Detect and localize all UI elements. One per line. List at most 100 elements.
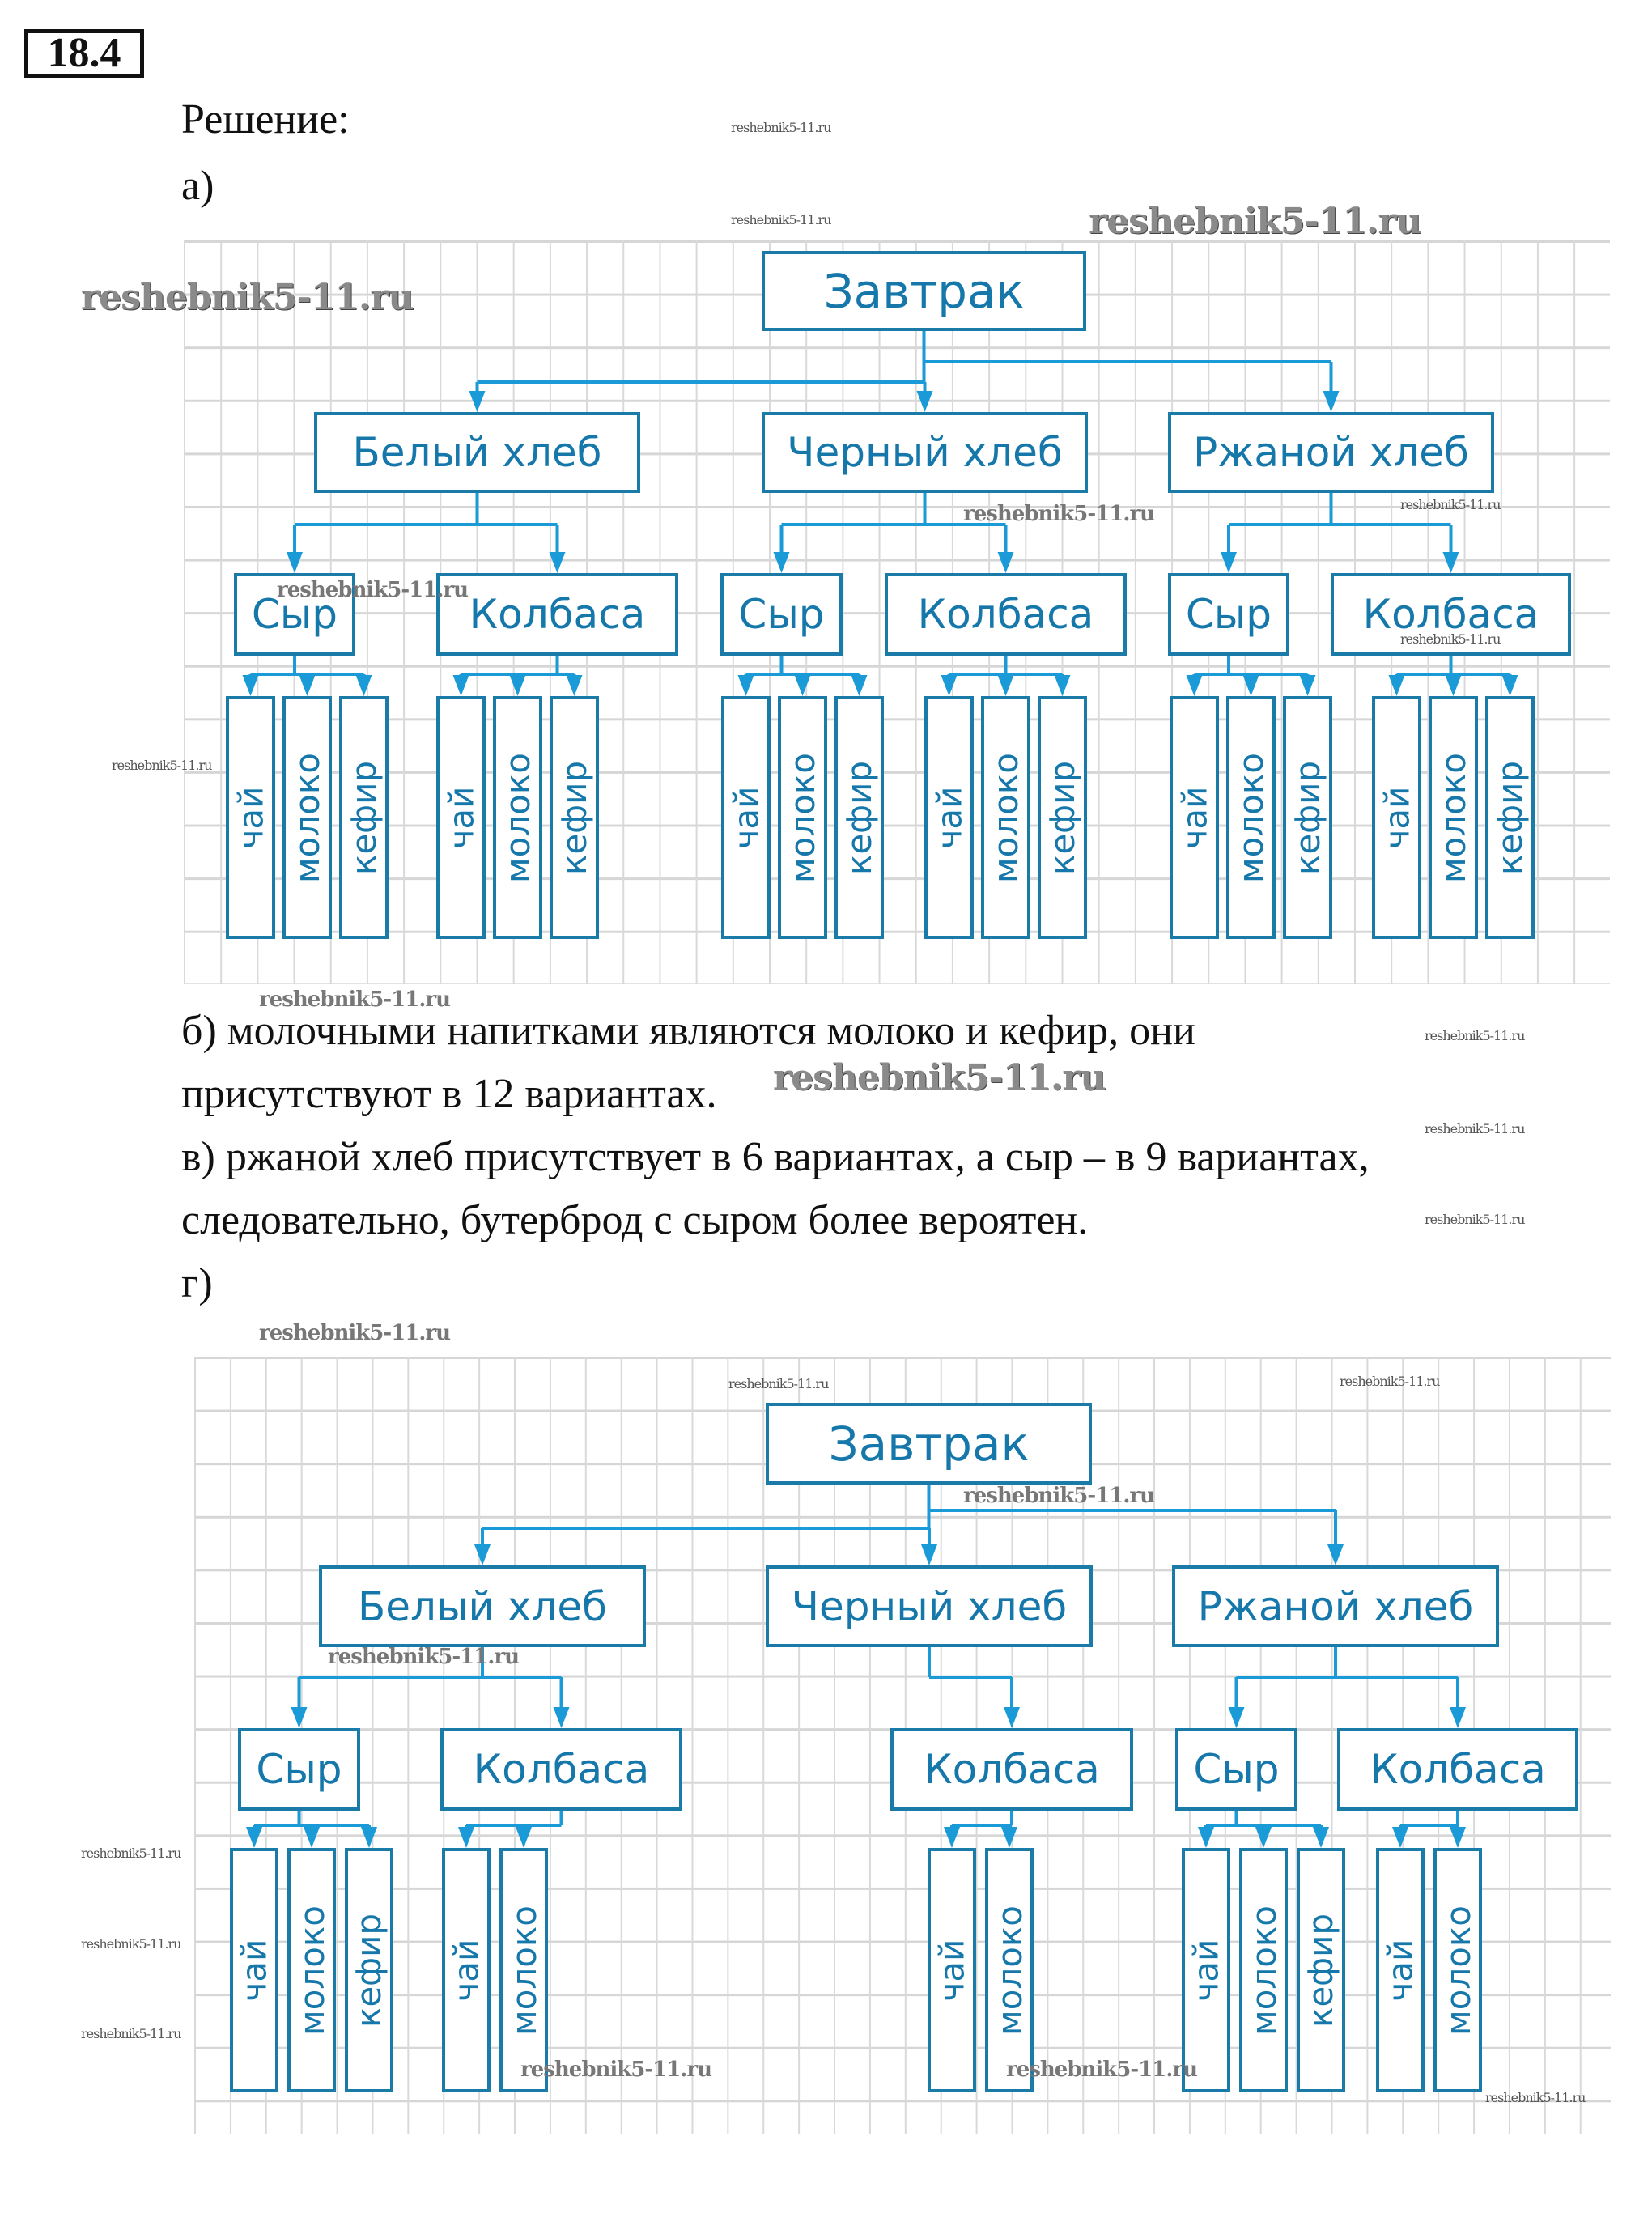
- arrow-head-icon: [516, 1827, 532, 1848]
- root-box-label: Завтрак: [823, 263, 1025, 319]
- drink-label: молоко: [503, 1905, 544, 2036]
- bread-box-label: Черный хлеб: [791, 1582, 1068, 1630]
- arrow-head-icon: [1313, 1827, 1329, 1848]
- drink-box: молоко: [499, 1848, 548, 2092]
- root-box-label: Завтрак: [828, 1416, 1030, 1472]
- drink-box: чай: [1170, 696, 1219, 939]
- drink-box: молоко: [1226, 696, 1276, 939]
- watermark: reshebnik5-11.ru: [1006, 2058, 1198, 2082]
- drink-box: молоко: [1429, 696, 1478, 939]
- part-v-line1: в) ржаной хлеб присутствует в 6 варианта…: [181, 1134, 1370, 1180]
- drink-label: кефир: [349, 1913, 389, 2028]
- filling-box-label: Колбаса: [473, 1746, 650, 1793]
- drink-label: молоко: [291, 1905, 332, 2036]
- drink-box: молоко: [1239, 1848, 1288, 2092]
- bread-box-label: Ржаной хлеб: [1197, 1582, 1474, 1630]
- arrow-head-icon: [1255, 1827, 1272, 1848]
- filling-box: Сыр: [238, 1728, 360, 1811]
- watermark: reshebnik5-11.ru: [520, 2058, 712, 2082]
- watermark: reshebnik5-11.ru: [731, 212, 831, 227]
- drink-box: чай: [442, 1848, 491, 2092]
- filling-box-label: Сыр: [251, 591, 338, 638]
- watermark: reshebnik5-11.ru: [81, 1846, 181, 1861]
- drink-box: чай: [928, 1848, 976, 2092]
- watermark: reshebnik5-11.ru: [1425, 1212, 1525, 1227]
- filling-box: Сыр: [1168, 573, 1289, 656]
- arrow-head-icon: [458, 1827, 474, 1848]
- part-b-line1: б) молочными напитками являются молоко и…: [181, 1008, 1195, 1054]
- watermark: reshebnik5-11.ru: [81, 2026, 181, 2041]
- watermark: reshebnik5-11.ru: [259, 988, 451, 1012]
- part-a-label: а): [181, 163, 214, 209]
- drink-box: кефир: [834, 696, 884, 939]
- filling-box-label: Колбаса: [469, 591, 646, 638]
- drink-box: чай: [924, 696, 974, 939]
- bread-box: Ржаной хлеб: [1172, 1565, 1499, 1647]
- drink-label: молоко: [1438, 1905, 1478, 2036]
- solution-label: Решение:: [181, 96, 350, 142]
- drink-box: чай: [1376, 1848, 1425, 2092]
- bread-box-label: Черный хлеб: [787, 429, 1063, 476]
- arrow-head-icon: [1450, 1707, 1466, 1728]
- arrow-head-icon: [304, 1827, 320, 1848]
- filling-box-label: Сыр: [1193, 1746, 1280, 1793]
- drink-box: молоко: [287, 1848, 336, 2092]
- drink-label: молоко: [1243, 1905, 1284, 2036]
- filling-box-label: Колбаса: [1370, 1746, 1546, 1793]
- watermark: reshebnik5-11.ru: [1485, 2090, 1586, 2105]
- arrow-head-icon: [944, 1827, 960, 1848]
- watermark: reshebnik5-11.ru: [963, 502, 1155, 526]
- arrow-head-icon: [1450, 1827, 1466, 1848]
- drink-box: кефир: [1297, 1848, 1345, 2092]
- arrow-head-icon: [1001, 1827, 1017, 1848]
- watermark: reshebnik5-11.ru: [81, 277, 414, 318]
- drink-box: молоко: [493, 696, 542, 939]
- filling-box: Сыр: [234, 573, 355, 656]
- watermark: reshebnik5-11.ru: [1089, 201, 1421, 242]
- watermark: reshebnik5-11.ru: [731, 120, 831, 135]
- bread-box-label: Ржаной хлеб: [1193, 429, 1469, 476]
- drink-label: молоко: [989, 1905, 1030, 2036]
- watermark: reshebnik5-11.ru: [259, 1321, 451, 1345]
- root-box: Завтрак: [766, 1403, 1092, 1485]
- filling-box: Колбаса: [885, 573, 1127, 656]
- part-b-line2: присутствуют в 12 вариантах.: [181, 1071, 717, 1117]
- filling-box-label: Сыр: [738, 591, 825, 638]
- bread-box: Черный хлеб: [766, 1565, 1093, 1647]
- arrow-head-icon: [361, 1827, 377, 1848]
- filling-box-label: Колбаса: [917, 591, 1094, 638]
- watermark: reshebnik5-11.ru: [1425, 1028, 1525, 1043]
- watermark: reshebnik5-11.ru: [1425, 1121, 1525, 1136]
- arrow-head-icon: [474, 1544, 491, 1565]
- bread-box-label: Белый хлеб: [352, 429, 602, 476]
- filling-box: Колбаса: [436, 573, 678, 656]
- drink-label: чай: [1380, 1939, 1421, 2002]
- arrow-head-icon: [1004, 1707, 1020, 1728]
- drink-box: чай: [226, 696, 275, 939]
- arrow-head-icon: [921, 1544, 937, 1565]
- arrow-head-icon: [1198, 1827, 1214, 1848]
- arrow-head-icon: [1327, 1544, 1344, 1565]
- filling-box-label: Сыр: [256, 1746, 342, 1793]
- drink-box: молоко: [985, 1848, 1034, 2092]
- filling-box: Колбаса: [440, 1728, 682, 1811]
- drink-box: молоко: [981, 696, 1030, 939]
- drink-box: кефир: [1283, 696, 1332, 939]
- drink-box: молоко: [1433, 1848, 1482, 2092]
- filling-box-label: Колбаса: [1362, 591, 1539, 638]
- part-g-label: г): [181, 1260, 213, 1306]
- drink-label: чай: [932, 1939, 972, 2002]
- filling-box: Колбаса: [1337, 1728, 1578, 1811]
- drink-box: кефир: [1485, 696, 1535, 939]
- watermark: reshebnik5-11.ru: [963, 1484, 1155, 1508]
- arrow-head-icon: [1392, 1827, 1408, 1848]
- drink-box: чай: [230, 1848, 278, 2092]
- watermark: reshebnik5-11.ru: [728, 1376, 829, 1391]
- arrow-head-icon: [291, 1707, 308, 1728]
- drink-label: чай: [1186, 1939, 1226, 2002]
- drink-box: кефир: [550, 696, 599, 939]
- filling-box-label: Колбаса: [924, 1746, 1100, 1793]
- watermark: reshebnik5-11.ru: [1400, 497, 1501, 512]
- drink-box: чай: [1372, 696, 1421, 939]
